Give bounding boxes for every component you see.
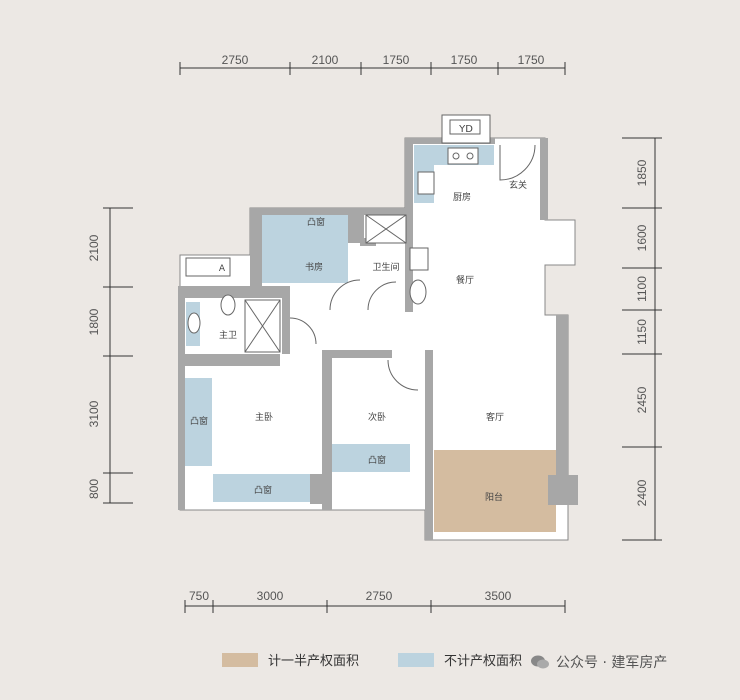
fixtures (185, 114, 536, 391)
dim-left-2: 1800 (87, 308, 101, 335)
living-label: 客厅 (486, 411, 504, 423)
legend-none-swatch (398, 652, 434, 667)
balcony-area (434, 450, 556, 532)
kitchen-label: 厨房 (453, 191, 471, 203)
bay-window-top-label: 凸窗 (307, 216, 325, 228)
dim-left-1: 2100 (87, 234, 101, 261)
floor-areas (179, 137, 576, 541)
dining-label: 餐厅 (456, 274, 474, 286)
dim-left-3: 3100 (87, 400, 101, 427)
dim-right-4: 1150 (635, 319, 649, 345)
dim-right-1: 1850 (635, 159, 649, 186)
dim-top-4: 1750 (451, 53, 478, 67)
master-bedroom-label: 主卧 (255, 411, 273, 423)
bathroom-label: 卫生间 (372, 261, 399, 273)
bay-window-left-area (185, 378, 212, 466)
dim-bottom-2: 3000 (257, 589, 284, 603)
dim-right-5: 2450 (635, 386, 649, 413)
bay-window-top-area (262, 215, 348, 283)
dim-top-1: 2750 (222, 53, 249, 67)
bay-window-mid-area (332, 444, 410, 472)
entry-label: 玄关 (509, 179, 527, 191)
legend-none: 不计产权面积 (398, 650, 522, 669)
legend-none-label: 不计产权面积 (444, 654, 523, 669)
ensuite-label: 主卫 (219, 329, 237, 341)
dim-right-6: 2400 (635, 479, 649, 506)
yd-label: YD (458, 124, 473, 135)
bay-window-mid-label: 凸窗 (368, 454, 386, 466)
bay-window-left-label: 凸窗 (190, 415, 208, 427)
ac-label: A (219, 264, 226, 274)
bay-window-bottom-area (213, 474, 310, 502)
study-label: 书房 (305, 261, 323, 273)
walls (178, 138, 578, 540)
dim-top-5: 1750 (518, 53, 545, 67)
watermark-text: 公众号 · 建军房产 (556, 655, 668, 671)
wechat-icon (531, 655, 549, 669)
bay-window-bottom-label: 凸窗 (254, 484, 272, 496)
second-bedroom-label: 次卧 (368, 411, 386, 423)
dim-bottom-4: 3500 (485, 589, 512, 603)
dim-left-4: 800 (87, 479, 101, 499)
dim-top-3: 1750 (383, 53, 410, 67)
dim-bottom-3: 2750 (366, 589, 393, 603)
legend-half: 计一半产权面积 (222, 650, 359, 669)
watermark: 公众号 · 建军房产 (530, 652, 667, 672)
legend-half-swatch (222, 652, 258, 667)
legend-half-label: 计一半产权面积 (268, 654, 360, 669)
dim-top-2: 2100 (312, 53, 339, 67)
balcony-label: 阳台 (485, 491, 503, 503)
dim-right-2: 1600 (635, 224, 649, 251)
dim-right-3: 1100 (635, 276, 649, 302)
dim-bottom-1: 750 (189, 589, 209, 603)
dimension-lines (103, 62, 662, 613)
